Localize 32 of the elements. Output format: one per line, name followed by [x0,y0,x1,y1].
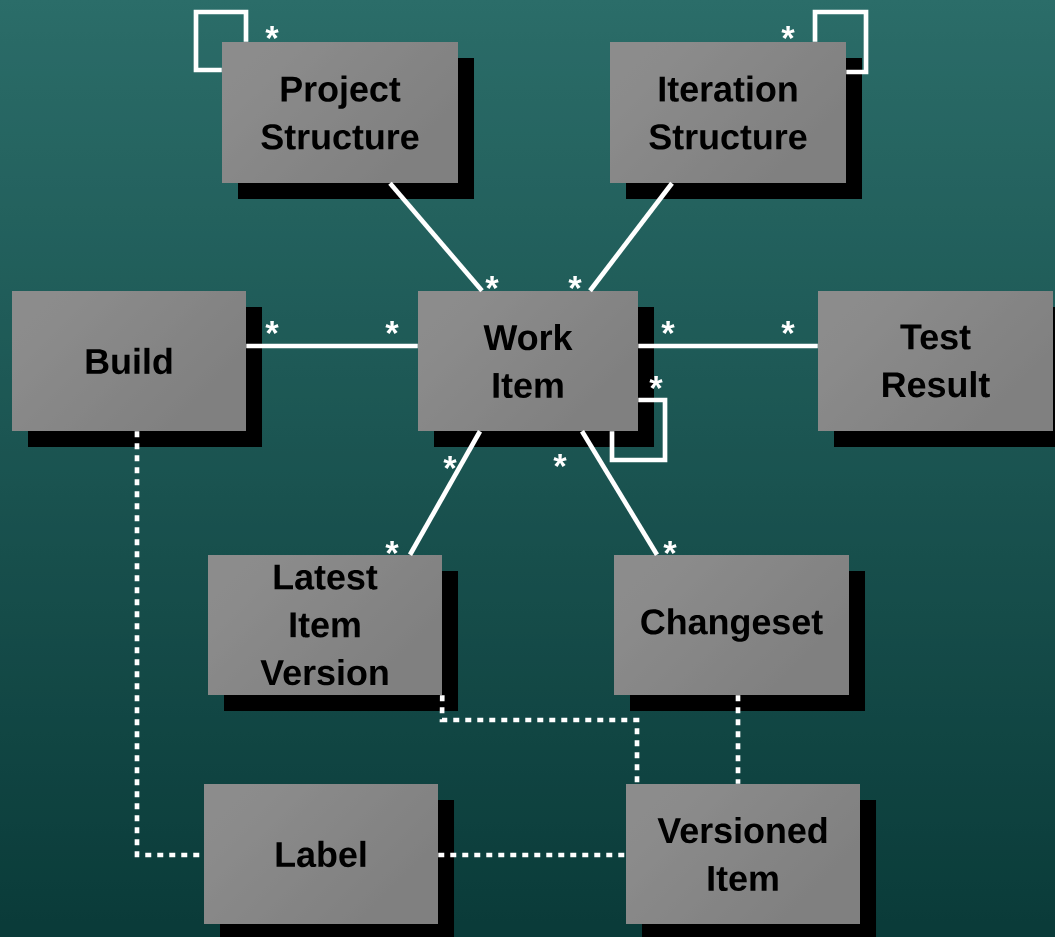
multiplicity-label: * [781,321,795,334]
class-box: Label [204,784,454,937]
association-line [388,181,484,293]
multiplicity-label: * [443,456,457,469]
class-box: Build [12,291,262,447]
class-box: Changeset [614,555,865,711]
class-box: Latest Item Version [208,555,458,711]
association-line [580,430,659,556]
multiplicity-label: * [781,26,795,39]
association-line [193,9,249,73]
class-box: Versioned Item [626,784,876,937]
association-line [246,343,418,349]
association-line [588,181,674,293]
multiplicity-label: * [385,321,399,334]
multiplicity-label: * [661,321,675,334]
dependency-line [735,695,741,784]
association-line [812,9,869,75]
association-line [407,430,483,556]
class-box: Project Structure [222,42,474,199]
multiplicity-label: * [385,541,399,554]
association-line [638,343,818,349]
multiplicity-label: * [485,276,499,289]
class-box: Iteration Structure [610,42,862,199]
multiplicity-label: * [568,276,582,289]
multiplicity-label: * [663,541,677,554]
multiplicity-label: * [265,321,279,334]
multiplicity-label: * [553,454,567,467]
dependency-line [439,695,640,784]
association-line [609,397,668,463]
dependency-line [438,852,626,858]
class-box: Test Result [818,291,1055,447]
multiplicity-label: * [265,26,279,39]
